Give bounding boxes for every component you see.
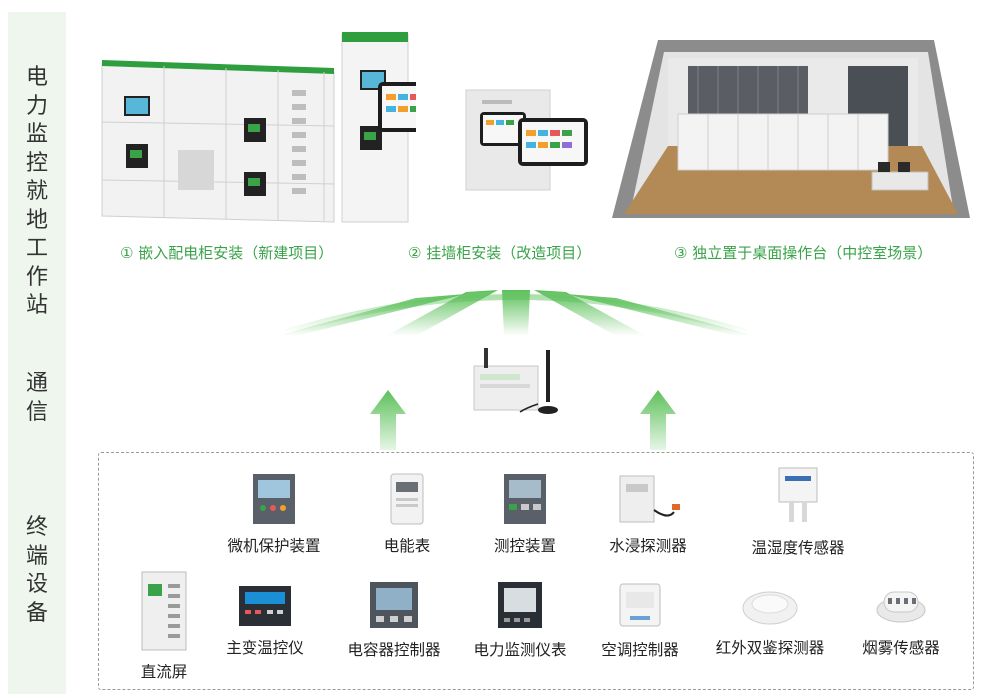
ac-controller-icon	[619, 583, 661, 627]
char: 电	[25, 65, 48, 90]
device-label: 烟雾传感器	[862, 639, 940, 657]
char: 信	[25, 399, 48, 425]
device-water-leak-detector: 水浸探测器	[592, 472, 704, 556]
wireless-signal-graphic	[266, 282, 766, 342]
device-energy-meter: 电能表	[352, 472, 462, 556]
device-label: 空调控制器	[601, 641, 679, 659]
device-protection-relay: 微机保护装置	[214, 472, 334, 556]
device-label: 电力监测仪表	[473, 641, 567, 659]
water-leak-detector-icon	[619, 475, 680, 523]
device-label: 红外双鉴探测器	[715, 639, 825, 657]
device-dc-panel: 直流屏	[126, 570, 202, 682]
device-label: 主变温控仪	[226, 639, 304, 657]
scenario-wallmount-image	[462, 88, 592, 196]
section-label-communication: 通 信	[8, 370, 66, 427]
section-label-terminal-devices: 终 端 设 备	[8, 514, 66, 628]
gateway-device-image	[470, 340, 570, 424]
arrow-up-icon	[638, 388, 678, 456]
device-power-monitor-meter: 电力监测仪表	[462, 580, 578, 660]
measure-control-device-icon	[504, 474, 546, 524]
device-capacitor-controller: 电容器控制器	[332, 580, 456, 660]
char: 工	[25, 236, 48, 261]
char: 通	[25, 371, 48, 396]
infrared-detector-icon	[742, 591, 798, 625]
char: 设	[25, 572, 48, 597]
device-label: 水浸探测器	[609, 537, 687, 555]
protection-relay-icon	[253, 474, 295, 524]
device-temp-humidity-sensor: 温湿度传感器	[738, 466, 858, 558]
device-label: 测控装置	[493, 537, 556, 555]
char: 就	[25, 179, 48, 204]
char: 监	[25, 122, 48, 147]
device-ac-controller: 空调控制器	[588, 580, 692, 660]
device-label: 微机保护装置	[227, 537, 321, 555]
device-measure-control: 测控装置	[470, 472, 580, 556]
device-label: 直流屏	[140, 663, 188, 681]
char: 端	[25, 543, 48, 569]
scenario-caption-1: ① 嵌入配电柜安装（新建项目）	[120, 244, 334, 262]
device-label: 电能表	[383, 537, 431, 555]
device-label: 温湿度传感器	[751, 539, 845, 557]
arrow-up-icon	[368, 388, 408, 456]
device-transformer-temp-controller: 主变温控仪	[210, 584, 320, 658]
device-label: 电容器控制器	[347, 641, 441, 659]
transformer-temp-controller-icon	[239, 586, 291, 626]
smoke-sensor-icon	[876, 591, 926, 623]
char: 备	[25, 600, 48, 626]
device-infrared-detector: 红外双鉴探测器	[700, 584, 840, 658]
temp-humidity-sensor-icon	[778, 467, 818, 522]
scenario-switchgear-image	[98, 30, 452, 230]
device-smoke-sensor: 烟雾传感器	[846, 580, 956, 658]
energy-meter-icon	[390, 473, 424, 525]
capacitor-controller-icon	[370, 582, 418, 628]
scenario-caption-2: ② 挂墙柜安装（改造项目）	[408, 244, 592, 262]
scenario-caption-3: ③ 独立置于桌面操作台（中控室场景）	[674, 244, 933, 262]
char: 终	[25, 515, 48, 540]
power-monitor-meter-icon	[498, 582, 542, 628]
scenario-control-room-image	[608, 36, 974, 228]
char: 地	[25, 207, 48, 233]
char: 控	[25, 150, 48, 176]
char: 力	[25, 93, 48, 119]
sidebar: 电 力 监 控 就 地 工 作 站 通 信 终 端 设 备	[8, 12, 66, 694]
char: 站	[25, 293, 48, 318]
terminal-devices-box	[98, 452, 974, 690]
section-label-workstation: 电 力 监 控 就 地 工 作 站	[8, 64, 66, 321]
char: 作	[25, 264, 48, 290]
dc-panel-icon	[141, 571, 187, 651]
